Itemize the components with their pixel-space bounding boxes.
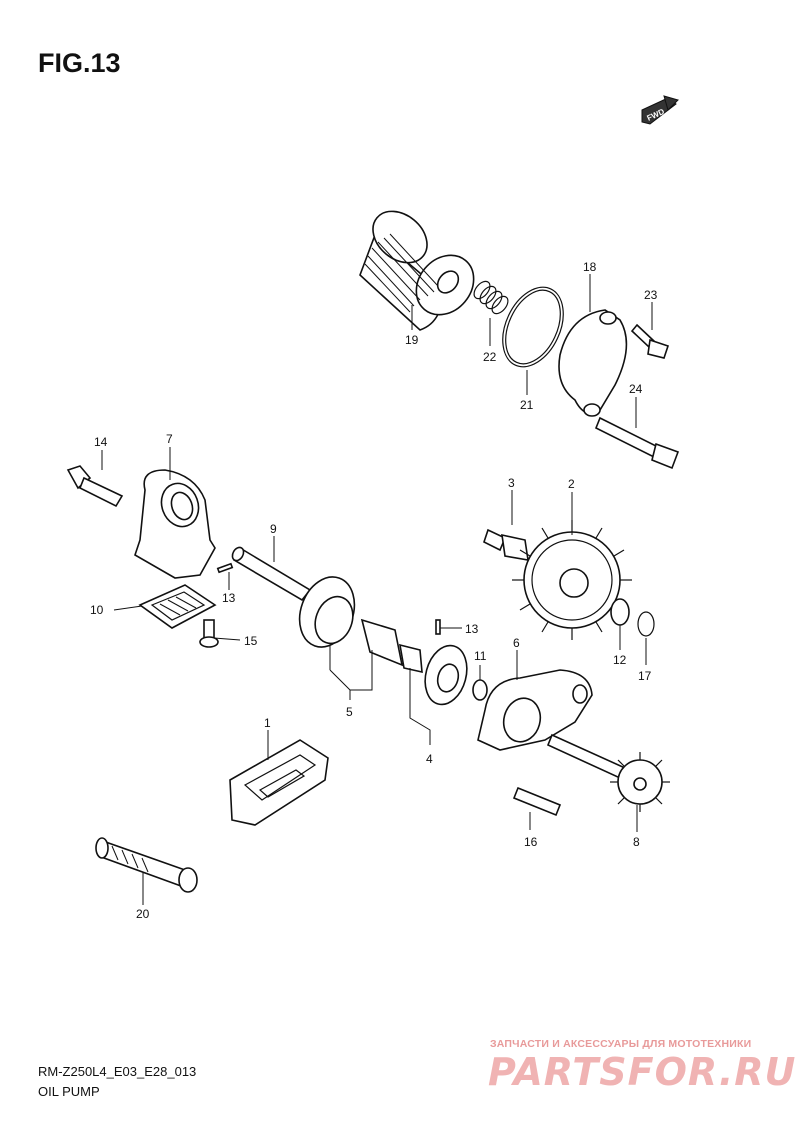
callout-15: 15 [244,634,258,648]
callout-21: 21 [520,398,534,412]
strainer-part [138,584,217,629]
diagram-code: RM-Z250L4_E03_E28_013 [38,1064,197,1079]
diagram-name: OIL PUMP [38,1084,100,1099]
screw-15-part [199,619,219,648]
driven-gear-part [512,520,632,640]
callout-7: 7 [166,432,173,446]
callout-10: 10 [90,603,104,617]
callout-24: 24 [629,382,643,396]
figure-title: FIG.13 [38,48,121,78]
callout-4: 4 [426,752,433,766]
callout-12: 12 [613,653,627,667]
callout-17: 17 [638,669,652,683]
rotor-5-part [298,576,404,667]
watermark-subtitle: ЗАПЧАСТИ И АКСЕССУАРЫ ДЛЯ МОТОТЕХНИКИ [490,1038,752,1050]
filter-cap-part [558,309,628,417]
spring-part [473,280,509,315]
callout-23: 23 [644,288,658,302]
callout-8: 8 [633,835,640,849]
watermark-logo: PARTSFOR.RU [488,1050,797,1094]
callout-1: 1 [264,716,271,730]
o-ring-part [502,286,564,368]
oil-filter-part [359,210,475,331]
bolt-24-part [594,416,680,470]
callout-11: 11 [474,649,487,663]
callout-3: 3 [508,476,515,490]
circlip-17-part [637,611,655,637]
callout-14: 14 [94,435,108,449]
pump-shaft-part [231,546,312,602]
pin-13b-part [435,619,441,635]
gasket-part [229,739,329,826]
pump-housing-part [134,469,216,579]
drive-gear-part [546,733,670,812]
rotor-4-part [399,643,468,706]
callout-13a: 13 [222,591,236,605]
callout-19: 19 [405,333,419,347]
callout-2: 2 [568,477,575,491]
bolt-3-part [483,528,529,561]
filter-screen-part [95,837,198,893]
callout-16: 16 [524,835,538,849]
fwd-arrow-icon: FWD [641,95,679,125]
callout-9: 9 [270,522,277,536]
callout-6: 6 [513,636,520,650]
callout-13b: 13 [465,622,479,636]
washer-12-part [610,598,630,626]
callout-20: 20 [136,907,150,921]
pump-cover-part [477,669,593,751]
washer-11-part [472,679,488,701]
callout-18: 18 [583,260,597,274]
bolt-16-part [512,786,562,817]
pin-13a-part [216,562,234,574]
callout-22: 22 [483,350,497,364]
bolt-14-part [66,465,124,508]
bolt-23-part [630,323,670,359]
callout-5: 5 [346,705,353,719]
